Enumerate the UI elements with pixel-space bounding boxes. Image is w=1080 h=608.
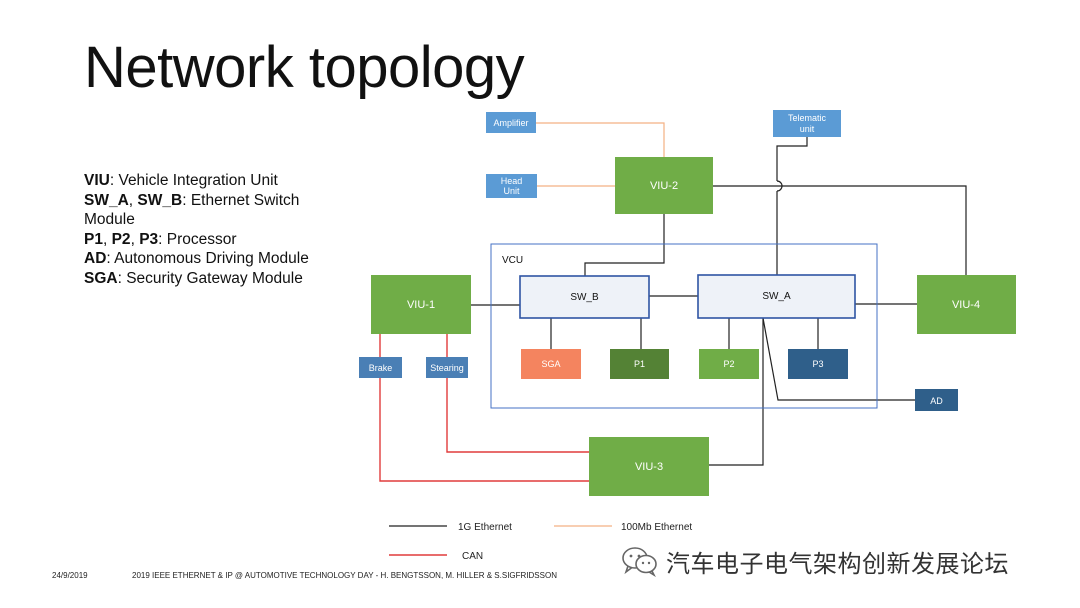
svg-text:SW_A: SW_A <box>762 291 791 302</box>
footer-date: 24/9/2019 <box>52 571 88 580</box>
svg-text:VIU-3: VIU-3 <box>635 461 663 473</box>
node-telematic-unit: Telematic unit <box>773 110 841 137</box>
link-legend: 1G Ethernet 100Mb Ethernet CAN <box>389 522 692 562</box>
link-viu2-viu4 <box>713 185 967 275</box>
link-swa-ad <box>762 317 915 401</box>
svg-text:P3: P3 <box>812 359 823 369</box>
definition-switch-cont: Module <box>84 211 135 228</box>
link-telematic-swa <box>776 137 808 181</box>
page-title: Network topology <box>84 35 525 100</box>
svg-text:Telematic: Telematic <box>788 113 827 123</box>
node-p2: P2 <box>699 349 759 379</box>
legend-label-100mb: 100Mb Ethernet <box>621 522 692 533</box>
node-sw-a: SW_A <box>697 274 856 319</box>
definitions-list: VIU: Vehicle Integration Unit SW_A, SW_B… <box>84 171 334 288</box>
definition-ad: AD: Autonomous Driving Module <box>84 250 309 267</box>
link-stearing-viu3 <box>446 378 589 453</box>
link-swa-viu3 <box>709 318 764 466</box>
svg-text:P1: P1 <box>634 359 645 369</box>
legend-label-1g: 1G Ethernet <box>458 522 512 533</box>
svg-text:Stearing: Stearing <box>430 363 464 373</box>
link-brake-viu3 <box>379 378 589 482</box>
svg-text:Unit: Unit <box>503 186 520 196</box>
footer-credit: 2019 IEEE ETHERNET & IP @ AUTOMOTIVE TEC… <box>132 571 557 580</box>
wechat-logo-icon <box>622 547 657 577</box>
node-viu4: VIU-4 <box>917 275 1016 334</box>
svg-text:Brake: Brake <box>369 363 393 373</box>
node-stearing: Stearing <box>426 357 468 378</box>
node-sw-b: SW_B <box>519 275 650 319</box>
node-brake: Brake <box>359 357 402 378</box>
links-100mb <box>535 122 665 187</box>
svg-text:SW_B: SW_B <box>570 292 599 303</box>
link-amplifier-viu2 <box>535 122 665 157</box>
node-viu2: VIU-2 <box>615 157 713 214</box>
vcu-container <box>490 243 878 409</box>
watermark-text: 汽车电子电气架构创新发展论坛 <box>666 549 1009 578</box>
svg-text:SGA: SGA <box>541 359 560 369</box>
svg-text:VIU-4: VIU-4 <box>952 299 980 311</box>
svg-text:VIU-1: VIU-1 <box>407 299 435 311</box>
links-can <box>379 334 589 482</box>
svg-text:Amplifier: Amplifier <box>493 118 528 128</box>
links-1g <box>471 137 967 466</box>
definition-viu: VIU: Vehicle Integration Unit <box>84 172 278 189</box>
node-ad: AD <box>915 389 958 411</box>
svg-text:Head: Head <box>501 176 523 186</box>
watermark: 汽车电子电气架构创新发展论坛 <box>620 544 1009 578</box>
svg-text:P2: P2 <box>723 359 734 369</box>
node-amplifier: Amplifier <box>486 112 536 133</box>
vcu-label: VCU <box>502 255 523 266</box>
node-head-unit: Head Unit <box>486 174 537 198</box>
legend-label-can: CAN <box>462 551 483 562</box>
definition-processor: P1, P2, P3: Processor <box>84 230 237 248</box>
link-crossover <box>776 180 783 192</box>
svg-text:unit: unit <box>800 124 815 134</box>
link-viu2-swb <box>584 214 665 276</box>
node-sga: SGA <box>521 349 581 379</box>
definition-sga: SGA: Security Gateway Module <box>84 269 303 287</box>
node-viu3: VIU-3 <box>589 437 709 496</box>
definition-switch: SW_A, SW_B: Ethernet Switch <box>84 191 300 209</box>
node-p3: P3 <box>788 349 848 379</box>
svg-text:VIU-2: VIU-2 <box>650 180 678 192</box>
node-viu1: VIU-1 <box>371 275 471 334</box>
node-p1: P1 <box>610 349 669 379</box>
svg-text:AD: AD <box>930 396 943 406</box>
